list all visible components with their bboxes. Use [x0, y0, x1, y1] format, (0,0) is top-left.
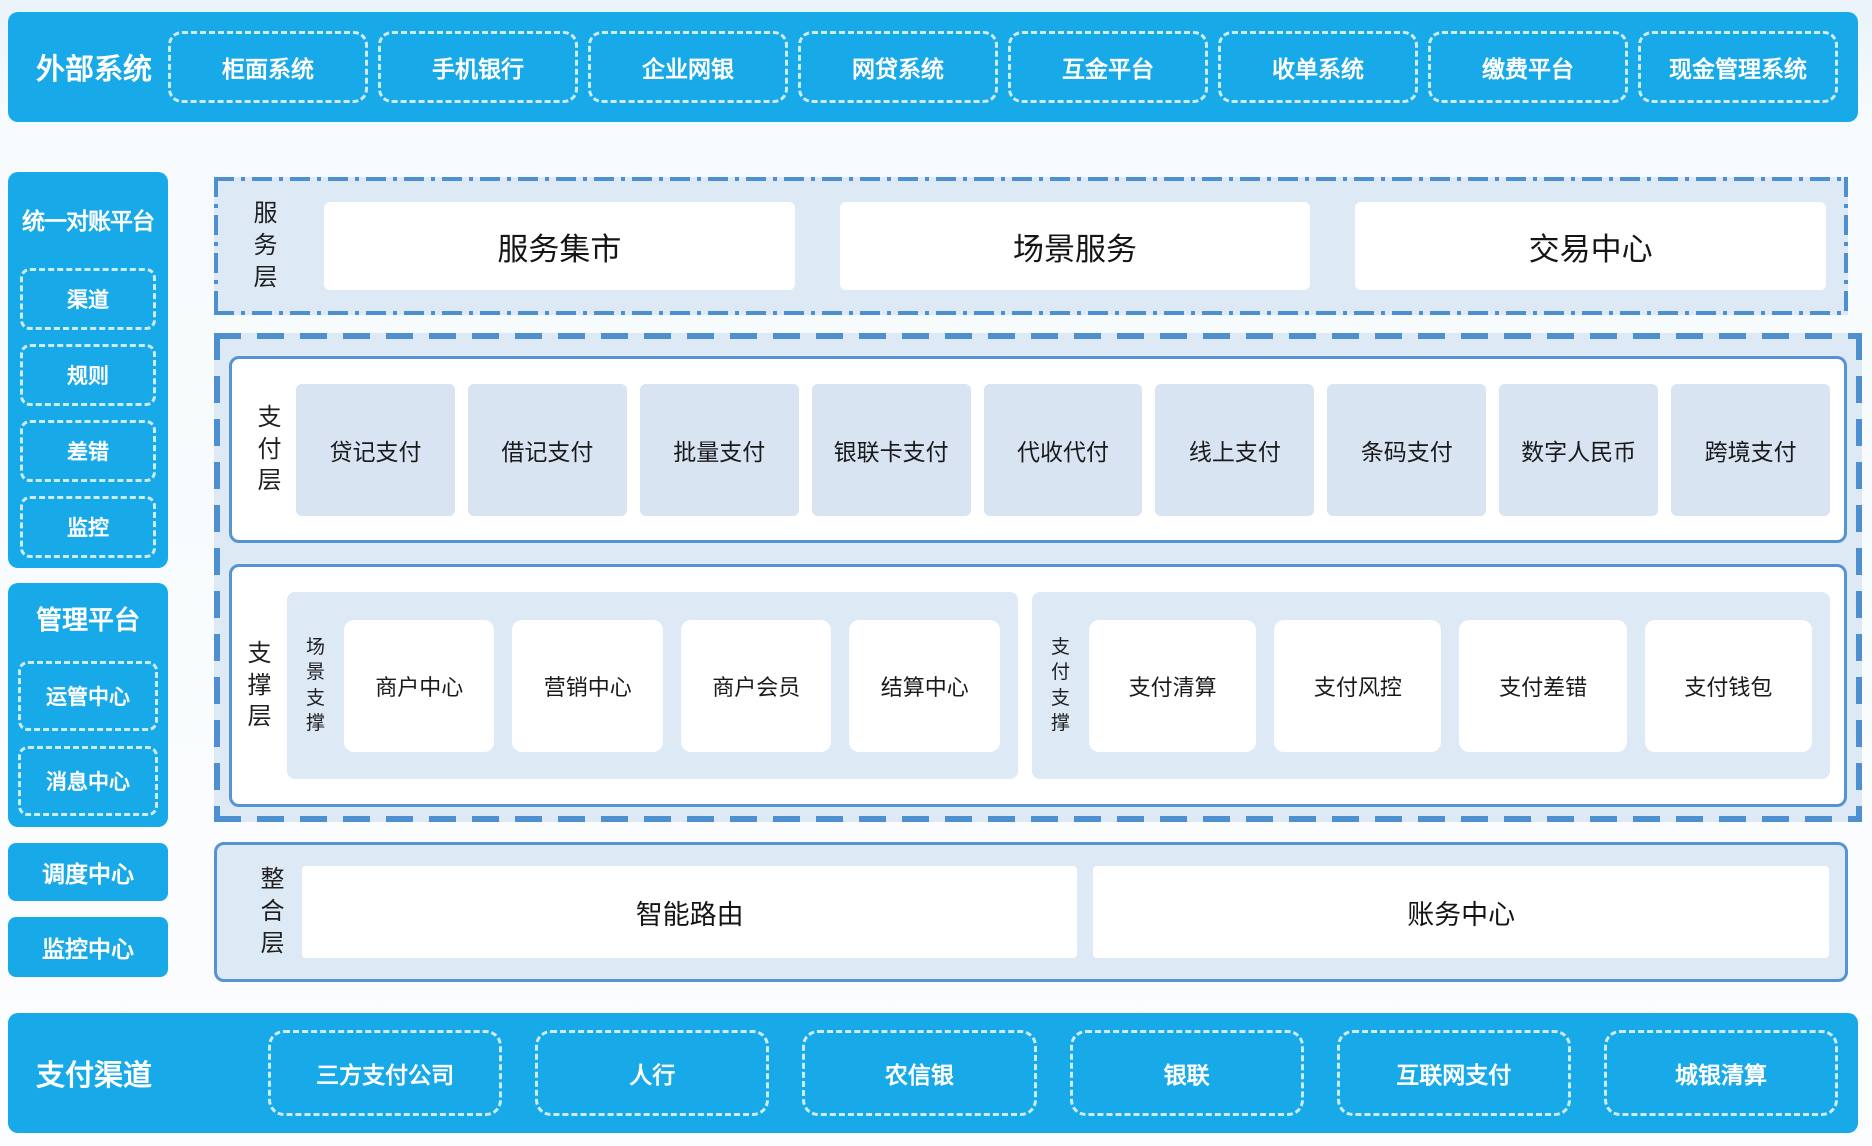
payment-channels-items: 三方支付公司 人行 农信银 银联 互联网支付 城银清算: [268, 1030, 1839, 1116]
support-layer-label: 支撑层: [247, 639, 272, 731]
scene-support-item: 商户会员: [680, 619, 832, 752]
external-system-item: 现金管理系统: [1638, 31, 1838, 103]
external-system-item: 企业网银: [588, 31, 788, 103]
management-platform-panel: 管理平台 运管中心 消息中心: [8, 583, 168, 827]
payment-support-group: 支付支撑 支付清算 支付风控 支付差错 支付钱包: [1031, 592, 1830, 779]
reconciliation-item: 渠道: [20, 268, 156, 330]
reconciliation-item: 差错: [20, 420, 156, 482]
payment-support-item: 支付风控: [1274, 619, 1442, 752]
scene-support-item: 营销中心: [512, 619, 663, 752]
payment-layer-item: 代收代付: [983, 383, 1143, 516]
reconciliation-platform-panel: 统一对账平台 渠道 规则 差错 监控: [8, 172, 168, 568]
dispatch-center-box: 调度中心: [8, 843, 168, 901]
payment-channel-item: 互联网支付: [1336, 1030, 1571, 1116]
payment-layer-item: 贷记支付: [296, 383, 455, 516]
service-layer-item: 服务集市: [324, 202, 795, 290]
monitor-center-box: 监控中心: [8, 917, 168, 977]
payment-layer-label: 支付层: [257, 403, 282, 495]
management-item: 消息中心: [18, 746, 158, 816]
payment-channel-item: 人行: [535, 1030, 770, 1116]
payment-layer-box: 支付层 贷记支付 借记支付 批量支付 银联卡支付 代收代付 线上支付 条码支付 …: [229, 356, 1847, 543]
payment-layer-item: 线上支付: [1155, 383, 1315, 516]
service-layer-label: 服务层: [253, 200, 278, 291]
payment-layer-item: 跨境支付: [1671, 383, 1831, 516]
external-systems-banner: 外部系统 柜面系统 手机银行 企业网银 网贷系统 互金平台 收单系统 缴费平台 …: [8, 12, 1858, 122]
scene-support-group: 场景支撑 商户中心 营销中心 商户会员 结算中心: [287, 592, 1018, 779]
service-layer-item: 交易中心: [1355, 202, 1827, 290]
payment-channels-label: 支付渠道: [36, 1060, 153, 1092]
external-system-item: 手机银行: [378, 31, 578, 103]
external-systems-label: 外部系统: [36, 54, 153, 86]
external-system-item: 收单系统: [1218, 31, 1418, 103]
integration-layer-panel: 整合层 智能路由 账务中心: [214, 842, 1848, 982]
external-system-item: 缴费平台: [1428, 31, 1628, 103]
payment-layer-item: 批量支付: [639, 383, 799, 516]
reconciliation-platform-title: 统一对账平台: [22, 208, 155, 234]
scene-support-item: 结算中心: [849, 619, 1000, 752]
payment-support-label: 支付支撑: [1050, 637, 1070, 734]
external-system-item: 网贷系统: [798, 31, 998, 103]
payment-layer-item: 借记支付: [467, 383, 627, 516]
service-layer-section: 服务层 服务集市 场景服务 交易中心: [214, 177, 1848, 315]
reconciliation-item: 规则: [20, 344, 156, 406]
support-layer-box: 支撑层 场景支撑 商户中心 营销中心 商户会员 结算中心 支付支撑 支付清算 支…: [229, 564, 1847, 807]
scene-support-label: 场景支撑: [305, 637, 325, 734]
payment-channel-item: 银联: [1069, 1030, 1304, 1116]
payment-layer-item: 银联卡支付: [811, 383, 971, 516]
external-system-item: 柜面系统: [168, 31, 368, 103]
external-systems-items: 柜面系统 手机银行 企业网银 网贷系统 互金平台 收单系统 缴费平台 现金管理系…: [168, 31, 1838, 103]
management-platform-title: 管理平台: [35, 605, 140, 635]
external-system-item: 互金平台: [1008, 31, 1208, 103]
integration-layer-label: 整合层: [260, 866, 285, 957]
core-layers-section: 支付层 贷记支付 借记支付 批量支付 银联卡支付 代收代付 线上支付 条码支付 …: [214, 333, 1862, 822]
payment-layer-item: 条码支付: [1327, 383, 1487, 516]
payment-channel-item: 农信银: [802, 1030, 1037, 1116]
payment-support-item: 支付钱包: [1644, 619, 1813, 752]
integration-layer-item: 智能路由: [302, 866, 1078, 958]
service-layer-item: 场景服务: [839, 202, 1311, 290]
scene-support-item: 商户中心: [344, 619, 495, 752]
management-item: 运管中心: [18, 661, 158, 731]
payment-channel-item: 三方支付公司: [268, 1030, 503, 1116]
integration-layer-item: 账务中心: [1093, 866, 1829, 958]
payment-channel-item: 城银清算: [1603, 1030, 1839, 1116]
payment-support-item: 支付清算: [1088, 619, 1257, 752]
payment-layer-item: 数字人民币: [1499, 383, 1659, 516]
payment-support-item: 支付差错: [1459, 619, 1627, 752]
payment-channels-banner: 支付渠道 三方支付公司 人行 农信银 银联 互联网支付 城银清算: [8, 1013, 1858, 1133]
reconciliation-item: 监控: [20, 496, 156, 558]
